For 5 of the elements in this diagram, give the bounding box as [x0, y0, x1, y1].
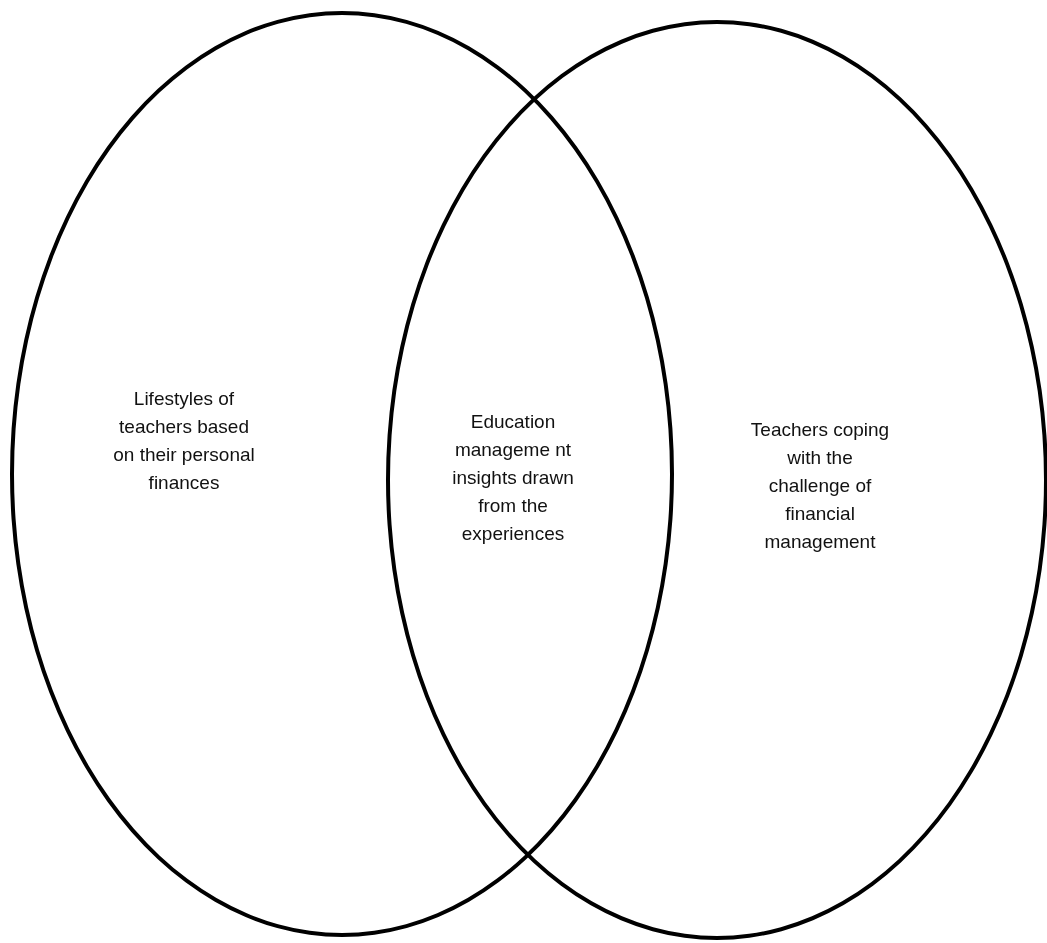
- ellipse-label: Lifestyles of teachers based on their personal finances: [112, 387, 256, 495]
- ellipse-label: Teachers coping with the challenge of financial management: [750, 418, 890, 554]
- venn-ellipse: [386, 20, 1047, 940]
- venn-ellipse: [10, 11, 674, 937]
- overlap-label: Education manageme nt insights drawn from the experiences: [451, 410, 575, 546]
